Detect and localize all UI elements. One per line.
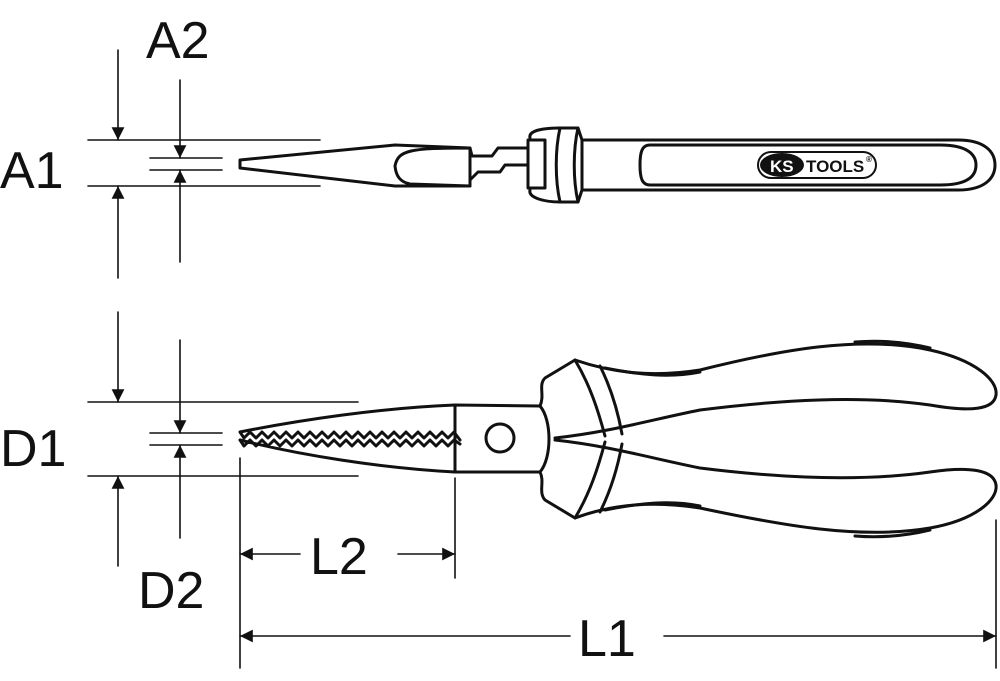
upper-handle-collar bbox=[573, 358, 624, 438]
dim-label-a1: A1 bbox=[0, 142, 64, 200]
logo-registered-mark: ® bbox=[866, 155, 872, 164]
lower-handle-collar bbox=[573, 440, 624, 520]
side-jaw-outline bbox=[238, 143, 530, 188]
upper-jaw-outline bbox=[238, 403, 542, 442]
length-dimensions: L2 L1 bbox=[239, 457, 997, 669]
dim-label-d1: D1 bbox=[0, 420, 66, 478]
joint-rivet bbox=[484, 422, 516, 454]
dim-label-a2: A2 bbox=[146, 12, 210, 70]
side-handle bbox=[580, 138, 997, 192]
dim-label-d2: D2 bbox=[138, 562, 204, 620]
upper-handle-grip-inner bbox=[603, 339, 932, 377]
joint-plate bbox=[453, 403, 551, 474]
side-handle-grip-panel bbox=[638, 143, 978, 187]
lower-handle-outline bbox=[538, 438, 998, 534]
ks-tools-logo: KS TOOLS ® bbox=[757, 151, 877, 179]
pliers-top-view: D1 D2 bbox=[0, 311, 998, 620]
logo-ks-oval bbox=[760, 153, 804, 177]
side-collar-ring-2 bbox=[572, 126, 580, 204]
lower-jaw-outline bbox=[238, 438, 542, 474]
side-jaw-recess bbox=[393, 146, 472, 188]
side-collar-ring bbox=[554, 126, 562, 204]
logo-brand-suffix: TOOLS bbox=[806, 157, 864, 176]
lower-handle-grip-inner bbox=[603, 501, 932, 539]
upper-handle-outline bbox=[538, 342, 998, 440]
dim-label-l1: L1 bbox=[578, 610, 636, 668]
side-joint-block bbox=[526, 138, 547, 190]
pliers-side-view: KS TOOLS ® A1 A2 bbox=[0, 12, 997, 279]
logo-brand-prefix: KS bbox=[770, 157, 794, 176]
side-collar bbox=[528, 126, 584, 204]
dim-label-l2: L2 bbox=[310, 528, 368, 586]
